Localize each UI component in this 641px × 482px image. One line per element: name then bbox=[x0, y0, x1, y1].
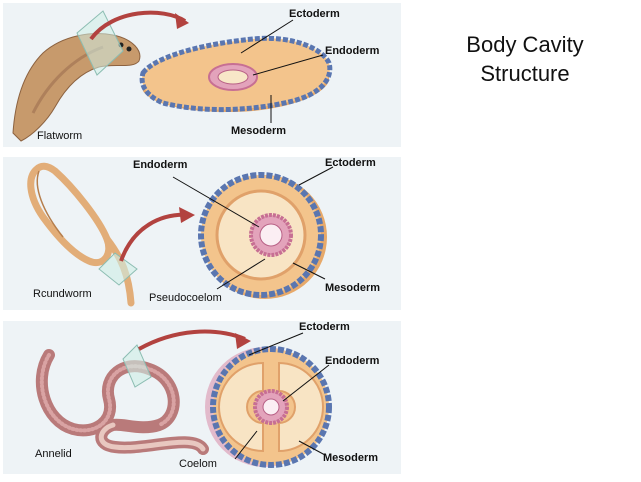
annelid-arrow bbox=[139, 332, 245, 349]
roundworm-body bbox=[31, 166, 109, 262]
roundworm-illustration: Endoderm Ectoderm Mesoderm Pseudocoelom … bbox=[3, 157, 401, 310]
annelid-mesoderm-label: Mesoderm bbox=[323, 452, 378, 464]
title-line-1: Body Cavity bbox=[430, 30, 620, 59]
roundworm-ectoderm-label: Ectoderm bbox=[325, 157, 376, 169]
diagram-title: Body Cavity Structure bbox=[430, 30, 620, 88]
title-line-2: Structure bbox=[430, 59, 620, 88]
roundworm-gut-lumen bbox=[260, 224, 282, 246]
roundworm-organism-label: Rcundworm bbox=[33, 288, 92, 300]
roundworm-panel: Endoderm Ectoderm Mesoderm Pseudocoelom … bbox=[3, 157, 401, 310]
roundworm-arrowhead bbox=[179, 207, 195, 223]
roundworm-endoderm-label: Endoderm bbox=[133, 159, 188, 171]
annelid-endoderm-label: Endoderm bbox=[325, 355, 380, 367]
flatworm-gut-lumen bbox=[218, 70, 248, 84]
annelid-coelom-label: Coelom bbox=[179, 458, 217, 470]
flatworm-organism-label: Flatworm bbox=[37, 130, 82, 142]
flatworm-arrowhead bbox=[175, 13, 189, 29]
flatworm-ectoderm-label: Ectoderm bbox=[289, 8, 340, 20]
flatworm-panel: Ectoderm Endoderm Mesoderm Flatworm bbox=[3, 3, 401, 147]
flatworm-illustration: Ectoderm Endoderm Mesoderm Flatworm bbox=[3, 3, 401, 147]
annelid-illustration: Ectoderm Endoderm Mesoderm Coelom Anneli… bbox=[3, 321, 401, 474]
annelid-panel: Ectoderm Endoderm Mesoderm Coelom Anneli… bbox=[3, 321, 401, 474]
annelid-arrowhead bbox=[235, 333, 251, 349]
roundworm-mesoderm-label: Mesoderm bbox=[325, 282, 380, 294]
annelid-organism-label: Annelid bbox=[35, 448, 72, 460]
flatworm-eye-right bbox=[127, 47, 132, 52]
flatworm-endoderm-label: Endoderm bbox=[325, 45, 380, 57]
roundworm-pseudocoelom-label: Pseudocoelom bbox=[149, 292, 222, 304]
flatworm-mesoderm-label: Mesoderm bbox=[231, 125, 286, 137]
annelid-gut-lumen bbox=[263, 399, 279, 415]
annelid-ectoderm-label: Ectoderm bbox=[299, 321, 350, 333]
roundworm-arrow bbox=[121, 215, 189, 261]
